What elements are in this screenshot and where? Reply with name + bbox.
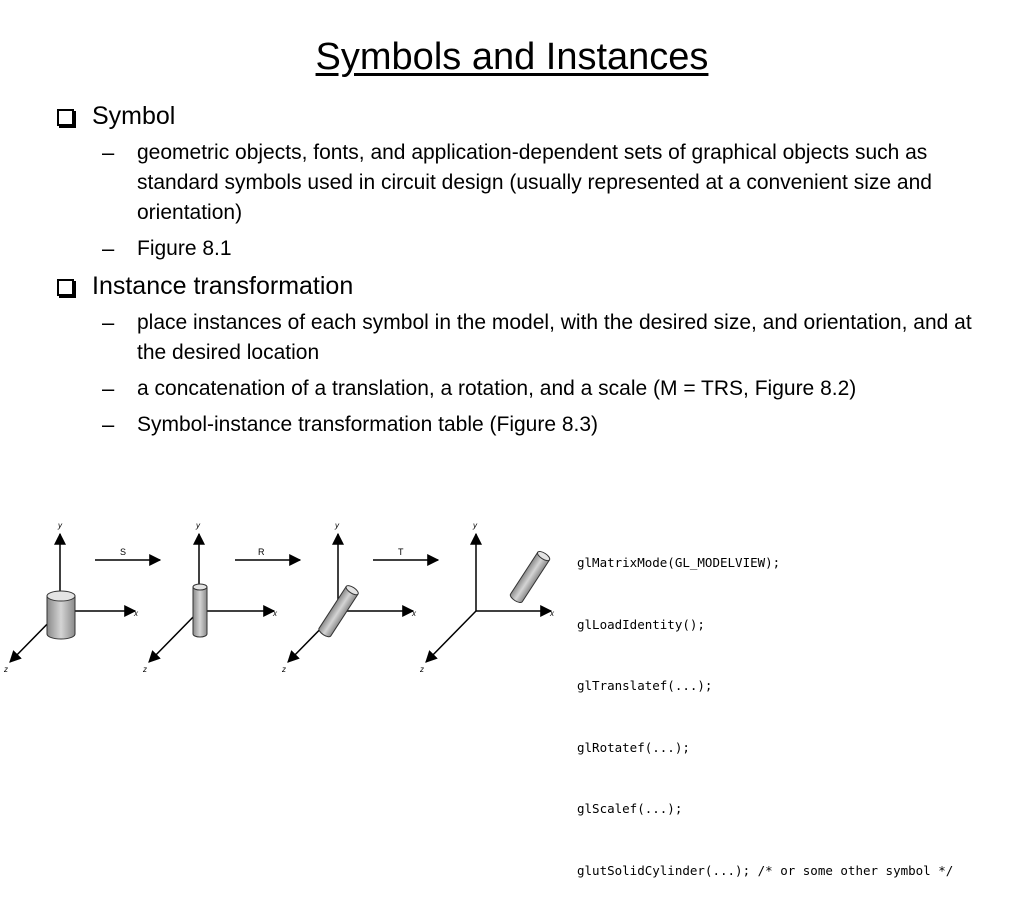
cylinder-translated [509, 550, 551, 604]
sub-bullet-text: place instances of each symbol in the mo… [137, 311, 972, 364]
code-line: glScalef(...); [577, 801, 683, 816]
bullet-label: Symbol [92, 102, 176, 130]
axes-panel-3: y x z [281, 521, 417, 674]
step-arrow-r: R [235, 547, 302, 566]
sub-bullet: – a concatenation of a translation, a ro… [55, 374, 975, 404]
z-axis-label: z [419, 665, 424, 674]
dash-bullet-icon: – [102, 376, 115, 401]
x-axis-label: x [411, 609, 417, 618]
y-axis-label: y [472, 521, 478, 530]
axes-panel-2: y x z [142, 521, 278, 674]
bullet-list: Symbol – geometric objects, fonts, and a… [55, 100, 975, 446]
bullet-symbol: Symbol [55, 100, 975, 132]
x-axis-label: x [272, 609, 278, 618]
checkbox-bullet-icon [57, 109, 74, 126]
z-axis-label: z [142, 665, 147, 674]
z-axis [425, 610, 477, 663]
x-axis-label: x [133, 609, 139, 618]
step-label-r: R [258, 547, 265, 557]
code-line: glTranslatef(...); [577, 678, 713, 693]
y-axis-label: y [334, 521, 340, 530]
sub-bullet: – geometric objects, fonts, and applicat… [55, 138, 975, 228]
slide-title: Symbols and Instances [315, 36, 709, 78]
code-line: glutSolidCylinder(...); /* or some other… [577, 862, 954, 878]
sub-bullet-text: geometric objects, fonts, and applicatio… [137, 141, 932, 224]
y-axis-label: y [57, 521, 63, 530]
x-axis-label: x [549, 609, 555, 618]
step-arrow-s: S [95, 547, 162, 566]
axes-panel-4: y x z [419, 521, 555, 674]
sub-bullet: – Symbol-instance transformation table (… [55, 410, 975, 440]
axes-panel-1: y x z [3, 521, 139, 674]
sub-bullet-text: Symbol-instance transformation table (Fi… [137, 413, 599, 436]
z-axis-label: z [3, 665, 8, 674]
z-axis [148, 610, 200, 663]
trs-transformation-figure: y x z S y x z R y x z [3, 521, 555, 674]
cylinder-rotated [318, 585, 359, 638]
sub-bullet: – place instances of each symbol in the … [55, 308, 975, 368]
sub-bullet-text: a concatenation of a translation, a rota… [137, 377, 857, 400]
sub-bullet: – Figure 8.1 [55, 234, 975, 264]
dash-bullet-icon: – [102, 412, 115, 437]
sub-bullet-text: Figure 8.1 [137, 237, 232, 260]
code-line: glRotatef(...); [577, 739, 690, 755]
step-arrow-t: T [373, 547, 440, 566]
z-axis-label: z [281, 665, 286, 674]
code-line: glLoadIdentity(); [577, 616, 705, 632]
dash-bullet-icon: – [102, 310, 115, 335]
cylinder-scaled [192, 583, 208, 638]
step-label-s: S [120, 547, 126, 557]
bullet-instance-transformation: Instance transformation [55, 270, 975, 302]
bullet-label: Instance transformation [92, 272, 354, 300]
dash-bullet-icon: – [102, 140, 115, 165]
y-axis-label: y [195, 521, 201, 530]
checkbox-bullet-icon [57, 279, 74, 296]
opengl-code-listing: glMatrixMode(GL_MODELVIEW); glLoadIdenti… [577, 512, 953, 902]
dash-bullet-icon: – [102, 236, 115, 261]
step-label-t: T [398, 547, 404, 557]
code-line: glMatrixMode(GL_MODELVIEW); [577, 555, 781, 570]
cylinder-symbol [46, 590, 76, 640]
